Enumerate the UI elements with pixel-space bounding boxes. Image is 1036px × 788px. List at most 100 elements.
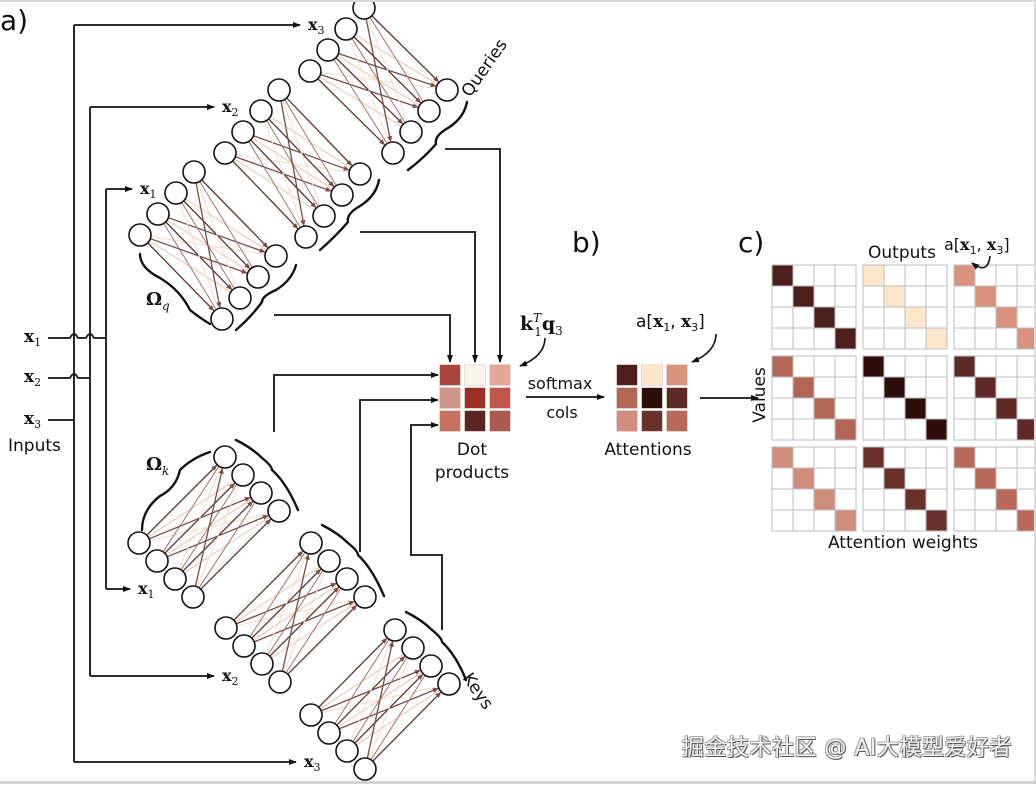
output-diagonal-cell xyxy=(904,306,927,329)
output-cell xyxy=(904,446,927,469)
output-diagonal-cell xyxy=(995,397,1018,420)
edge xyxy=(283,571,325,672)
output-diagonal-cell xyxy=(862,446,885,469)
output-cell xyxy=(953,376,976,399)
output-cell xyxy=(771,397,794,420)
output-cell xyxy=(813,327,836,350)
output-cell xyxy=(995,418,1018,441)
attention-cell xyxy=(641,364,663,386)
output-cell xyxy=(883,488,906,511)
output-cell xyxy=(792,397,815,420)
input-node xyxy=(213,141,237,165)
output-cell xyxy=(904,467,927,490)
query3-to-dot-wire xyxy=(445,148,503,363)
output-cell xyxy=(883,355,906,378)
input-node xyxy=(298,59,322,83)
output-diagonal-cell xyxy=(904,488,927,511)
softmax-cols-label: cols xyxy=(546,403,577,422)
edge xyxy=(280,100,306,227)
dot-products-label-line2: products xyxy=(435,463,509,483)
omega-k-brace xyxy=(140,450,212,532)
edge xyxy=(199,181,253,268)
input-node xyxy=(268,670,292,694)
output-cell xyxy=(792,264,815,287)
output-diagonal-cell xyxy=(953,264,976,287)
edge xyxy=(232,160,299,230)
output-cell xyxy=(834,397,857,420)
edge xyxy=(368,658,410,759)
dot-product-cell xyxy=(489,410,511,432)
watermark: 掘金技术社区 @ AI大模型爱好者 xyxy=(681,736,1012,761)
attention-cell xyxy=(666,387,688,409)
output-cell xyxy=(792,488,815,511)
input-x2-wire xyxy=(48,373,90,379)
edge xyxy=(200,518,272,590)
edge xyxy=(163,223,217,310)
attention-cell xyxy=(641,387,663,409)
attention-cell xyxy=(616,364,638,386)
attention-cell xyxy=(616,387,638,409)
input-label-3: x3 xyxy=(24,409,41,431)
output-node xyxy=(299,531,323,555)
output-node xyxy=(213,445,237,469)
output-cell xyxy=(925,306,948,329)
output-diagonal-cell xyxy=(834,509,857,532)
key-brace-3 xyxy=(404,610,468,682)
output-cell xyxy=(771,376,794,399)
output-cell xyxy=(771,285,794,308)
output-cell xyxy=(771,467,794,490)
output-diagonal-cell xyxy=(925,418,948,441)
edge xyxy=(194,467,224,587)
key-input-label-3: x3 xyxy=(304,752,321,774)
output-cell xyxy=(925,488,948,511)
edge xyxy=(365,18,393,143)
output-cell xyxy=(925,397,948,420)
omega-q-brace xyxy=(138,252,212,326)
output-diagonal-cell xyxy=(834,418,857,441)
output-cell xyxy=(862,418,885,441)
edge xyxy=(285,588,341,674)
output-cell xyxy=(883,264,906,287)
dot-product-cell xyxy=(489,387,511,409)
output-node xyxy=(437,672,461,696)
output-cell xyxy=(974,264,997,287)
input-node xyxy=(145,549,169,573)
frame-right-border xyxy=(1034,0,1036,784)
output-cell xyxy=(834,376,857,399)
output-block xyxy=(862,446,948,532)
input-node xyxy=(232,634,256,658)
edge xyxy=(281,553,310,672)
output-cell xyxy=(904,327,927,350)
query-input-label-3: x3 xyxy=(308,15,325,37)
output-cell xyxy=(834,264,857,287)
output-cell xyxy=(834,355,857,378)
output-diagonal-cell xyxy=(1016,418,1036,441)
output-cell xyxy=(771,488,794,511)
input-node xyxy=(231,120,255,144)
input-node xyxy=(352,0,376,20)
dot-product-cell xyxy=(464,387,486,409)
networks xyxy=(127,0,461,781)
output-cell xyxy=(925,446,948,469)
output-cell xyxy=(995,446,1018,469)
output-block xyxy=(953,264,1036,350)
edge xyxy=(367,18,408,121)
attentions-matrix xyxy=(616,364,688,432)
output-cell xyxy=(995,264,1018,287)
output-grids xyxy=(771,264,1036,532)
output-diagonal-cell xyxy=(834,327,857,350)
output-cell xyxy=(925,467,948,490)
output-cell xyxy=(792,327,815,350)
output-cell xyxy=(792,509,815,532)
output-cell xyxy=(792,418,815,441)
output-cell xyxy=(862,285,885,308)
frame-top-border xyxy=(0,0,1036,2)
output-node xyxy=(353,585,377,609)
edge xyxy=(284,99,337,185)
output-cell xyxy=(883,446,906,469)
query-network-2 xyxy=(213,78,372,249)
output-cell xyxy=(974,418,997,441)
output-diagonal-cell xyxy=(792,285,815,308)
output-cell xyxy=(974,327,997,350)
